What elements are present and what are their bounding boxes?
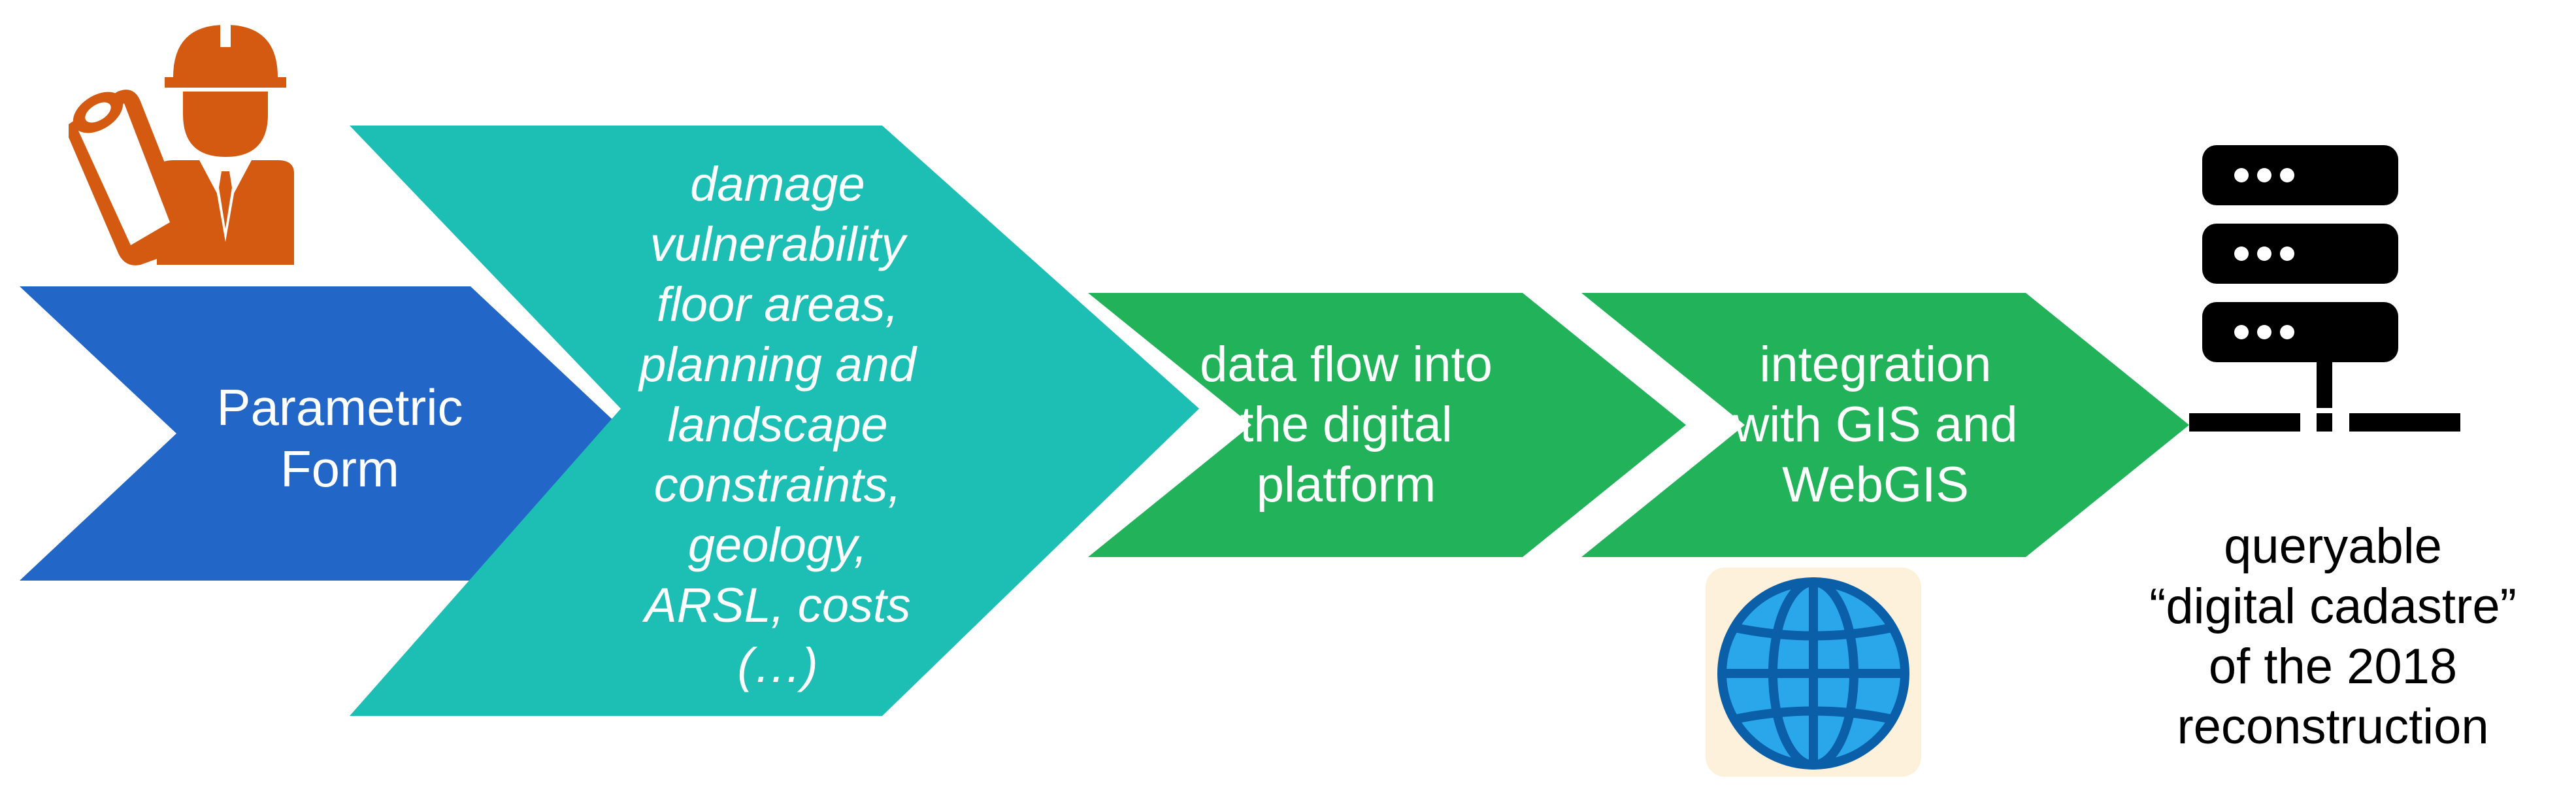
step-text-line: landscape [667,398,888,452]
step-text-line: floor areas, [656,277,899,331]
output-label: queryable “digital cadastre” of the 2018… [2130,517,2535,778]
step-text-line: data flow into [1200,337,1493,392]
step-text-line: (…) [737,638,818,692]
step-text-line: with GIS and [1733,397,2018,452]
step-text-line: the digital [1240,397,1453,452]
chevron-integration [1581,293,2189,557]
chevron-data-flow [1088,293,1686,557]
integration-label: integration with GIS and WebGIS [1673,327,2078,523]
chevron-inputs [350,126,1199,716]
step-text-line: damage [690,157,865,211]
output-text-line: reconstruction [2177,699,2489,755]
chevron-parametric-form [20,286,627,581]
step-text-line: integration [1759,337,1992,392]
step-text-line: planning and [639,337,916,392]
output-text-line: “digital cadastre” [2149,579,2517,634]
step-text-line: vulnerability [650,217,906,271]
engineer-with-blueprint-icon [69,21,294,265]
globe-icon [1706,568,1921,777]
step-text-line: Form [280,440,399,498]
server-rack-icon [2189,145,2460,432]
step-text-line: ARSL, costs [644,578,911,632]
step-text-line: constraints, [653,458,902,512]
inputs-label: damage vulnerability floor areas, planni… [575,137,980,713]
output-text-line: queryable [2224,518,2442,574]
step-text-line: Parametric [216,379,463,436]
step-text-line: geology, [687,518,868,572]
output-text-line: of the 2018 [2208,639,2458,694]
parametric-form-label: Parametric Form [157,340,523,536]
step-text-line: WebGIS [1782,457,1969,513]
step-text-line: platform [1256,457,1436,513]
data-flow-label: data flow into the digital platform [1150,327,1542,523]
